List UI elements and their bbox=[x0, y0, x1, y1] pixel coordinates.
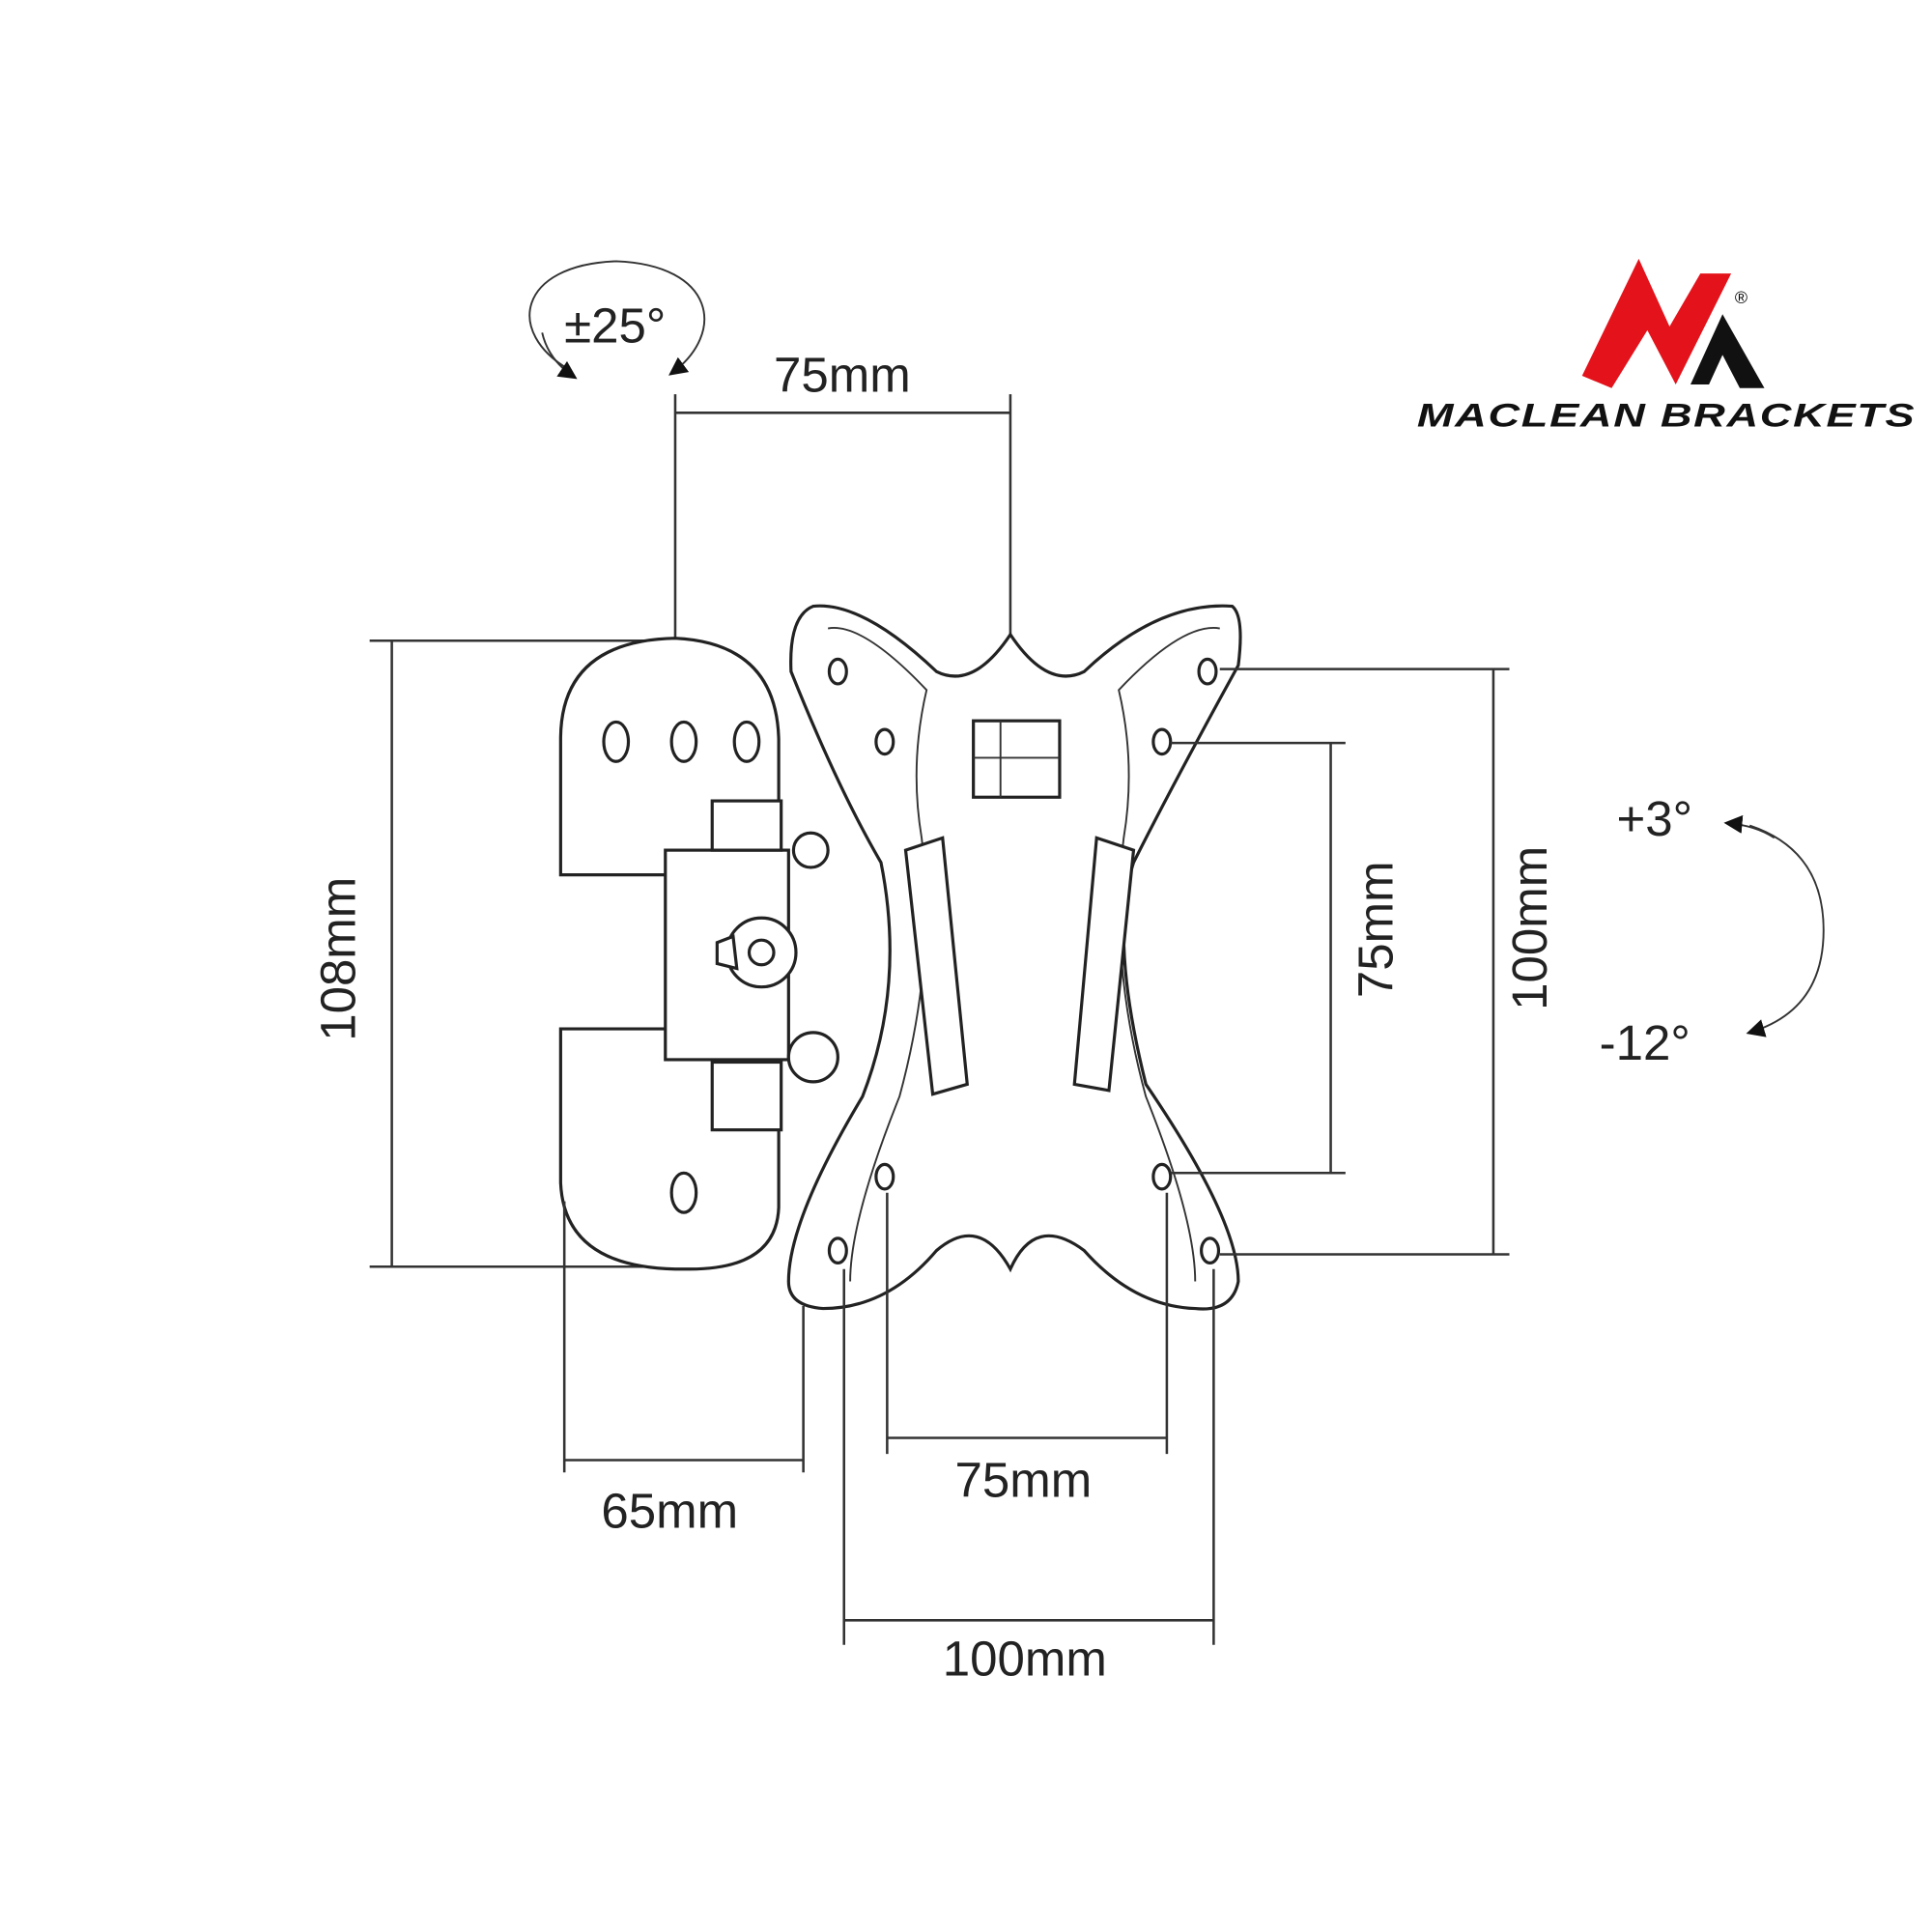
brand-name: MACLEAN BRACKETS bbox=[1417, 397, 1917, 434]
dimension-label: 75mm bbox=[1348, 861, 1403, 998]
registered-mark: ® bbox=[1735, 288, 1747, 307]
dimension-wall-depth: 65mm bbox=[562, 1201, 805, 1539]
dimension-vesa-inner-horizontal: 75mm bbox=[886, 1192, 1169, 1508]
dimension-label: 75mm bbox=[955, 1453, 1093, 1508]
dimension-label: 65mm bbox=[601, 1484, 738, 1539]
dimension-vesa-outer-vertical: 100mm bbox=[1219, 668, 1557, 1256]
dimension-label: 100mm bbox=[943, 1632, 1107, 1687]
vesa-plate bbox=[786, 604, 1242, 1311]
tilt-indicator: +3° -12° bbox=[1600, 791, 1825, 1070]
wall-plate bbox=[558, 637, 839, 1271]
tilt-up-label: +3° bbox=[1616, 791, 1692, 846]
tilt-down-label: -12° bbox=[1600, 1015, 1690, 1070]
dimension-108mm: 108mm bbox=[310, 639, 691, 1268]
dimension-label: 108mm bbox=[310, 877, 365, 1041]
dimension-vesa-outer-horizontal: 100mm bbox=[842, 1268, 1215, 1687]
dimension-vesa-inner-vertical: 75mm bbox=[1170, 741, 1403, 1175]
dimension-label: 100mm bbox=[1502, 846, 1557, 1010]
dimension-label: 75mm bbox=[774, 348, 911, 403]
swivel-angle-label: ±25° bbox=[564, 298, 666, 354]
brand-logo: ® MACLEAN BRACKETS bbox=[1417, 258, 1917, 434]
dimension-top-75mm: 75mm bbox=[673, 348, 1012, 641]
swivel-indicator: ±25° bbox=[528, 260, 706, 380]
